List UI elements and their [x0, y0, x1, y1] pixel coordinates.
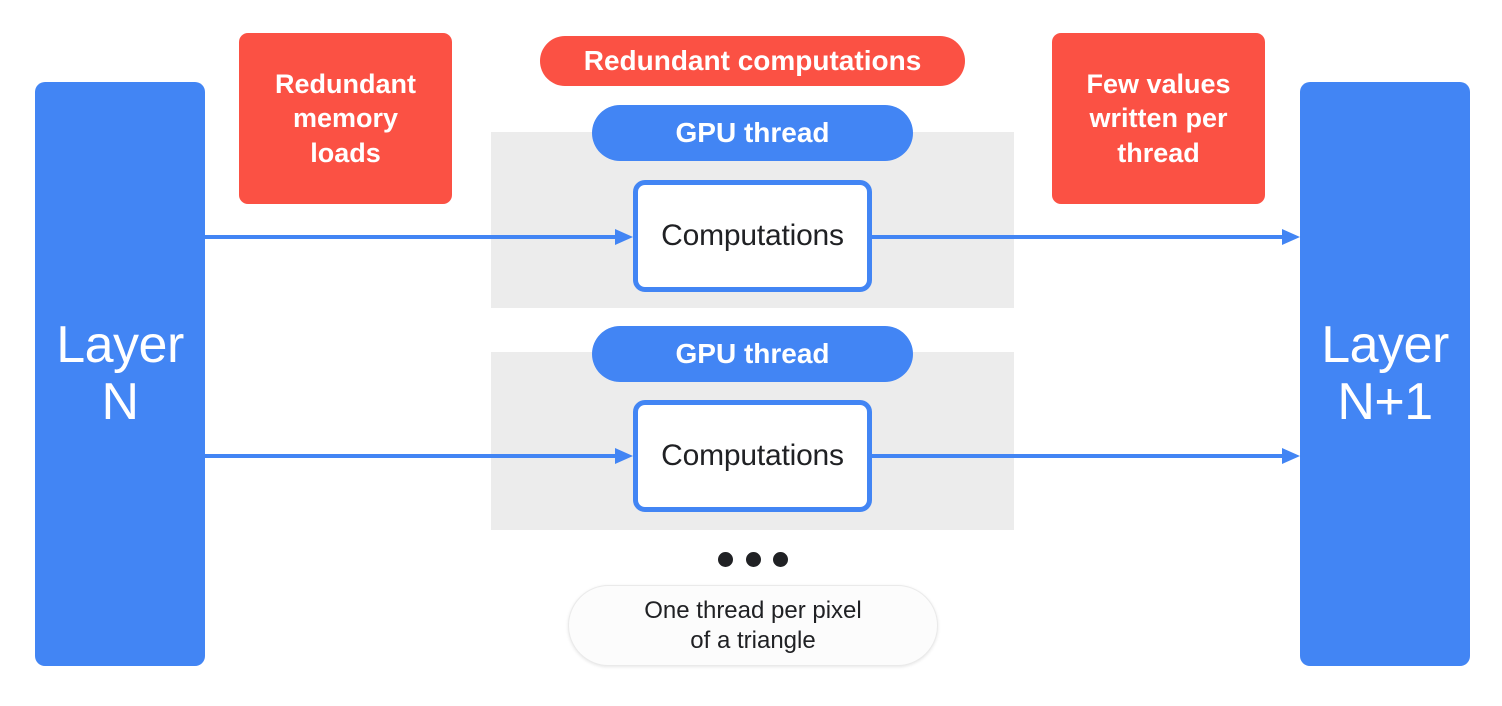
ellipsis-dot [718, 551, 733, 567]
computations-box-2: Computations [633, 400, 872, 512]
more-threads-ellipsis-icon [718, 549, 788, 569]
gpu-thread-pill-1: GPU thread [592, 105, 913, 161]
arrow-head [1282, 229, 1300, 245]
gpu-thread-pill-2: GPU thread [592, 326, 913, 382]
computations-box-1: Computations [633, 180, 872, 292]
callout-few-values-written-per-thread: Few values written per thread [1052, 33, 1265, 204]
ellipsis-dot [773, 551, 788, 567]
ellipsis-dot [745, 551, 761, 567]
layer-n-plus-1-block: Layer N+1 [1300, 82, 1470, 666]
callout-redundant-memory-loads: Redundant memory loads [239, 33, 452, 204]
layer-n-block: Layer N [35, 82, 205, 666]
caption-one-thread-per-pixel: One thread per pixel of a triangle [568, 585, 938, 666]
arrow-head [1282, 448, 1300, 464]
callout-redundant-computations: Redundant computations [540, 36, 965, 86]
